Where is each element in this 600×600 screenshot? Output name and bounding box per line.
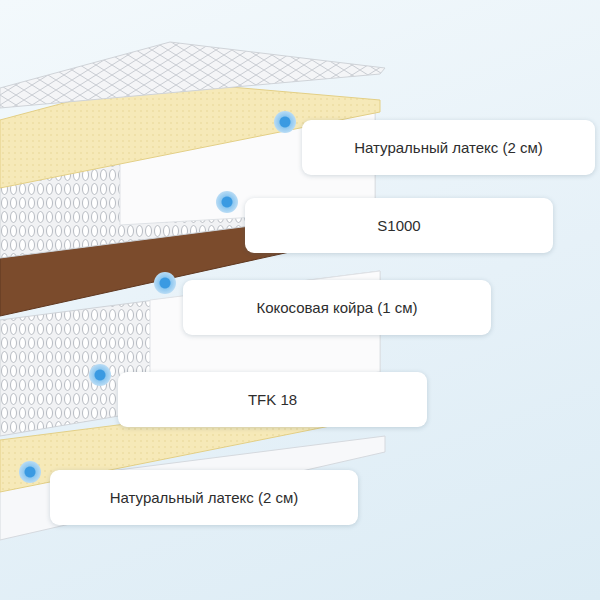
callout-dot <box>154 272 176 294</box>
layer-label: TFK 18 <box>248 391 297 408</box>
callout-box: Кокосовая койра (1 см) <box>183 280 491 335</box>
top-cover <box>0 42 385 108</box>
layer-label: S1000 <box>377 217 420 234</box>
callout-box: TFK 18 <box>118 372 427 427</box>
callout-box: Натуральный латекс (2 см) <box>302 120 595 175</box>
layer-label: Натуральный латекс (2 см) <box>110 489 299 506</box>
callout-box: Натуральный латекс (2 см) <box>50 470 358 525</box>
callout-dot <box>216 191 238 213</box>
callout-dot <box>19 461 41 483</box>
callout-box: S1000 <box>245 198 553 253</box>
layer-label: Кокосовая койра (1 см) <box>256 299 417 316</box>
callout-dot <box>274 111 296 133</box>
callout-dot <box>89 364 111 386</box>
layer-label: Натуральный латекс (2 см) <box>354 139 543 156</box>
